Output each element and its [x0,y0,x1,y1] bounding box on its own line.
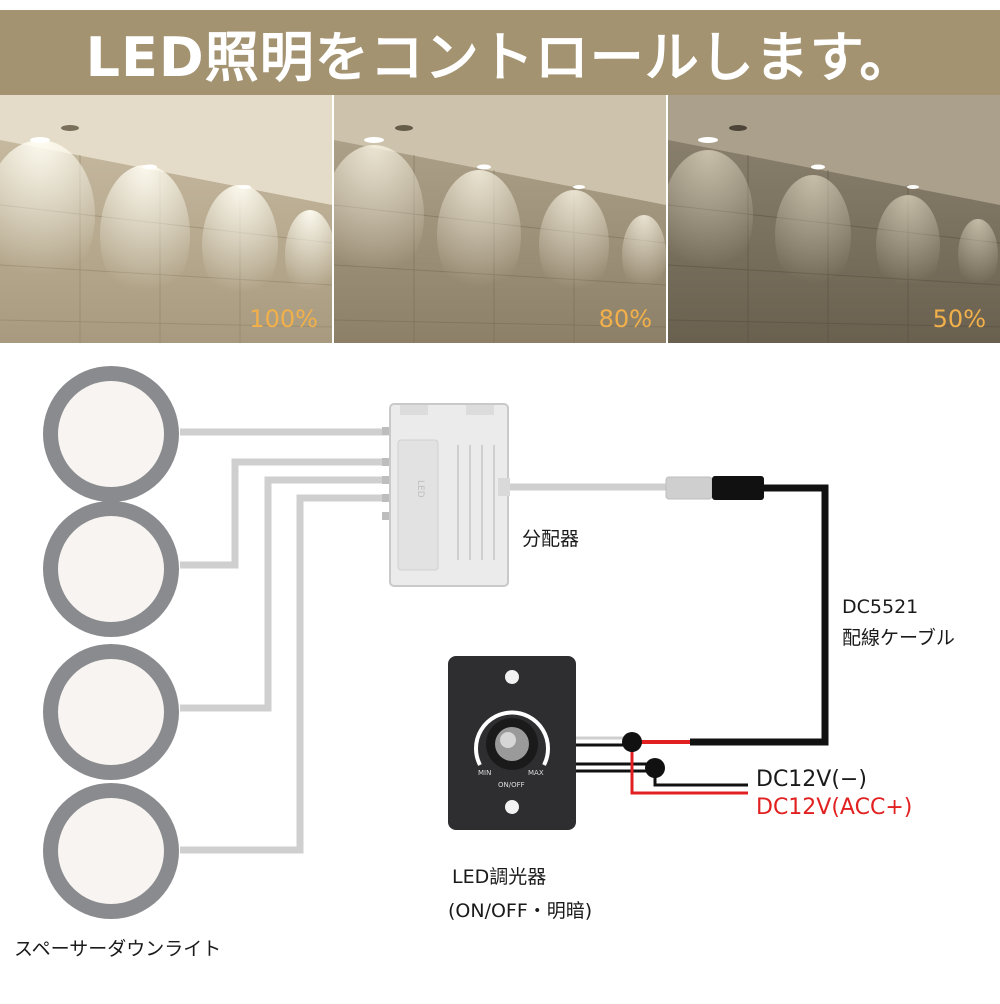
brightness-label-80: 80% [598,305,652,333]
header-banner: LED照明をコントロールします。 [0,10,1000,95]
photo-brightness-50: 50% [668,95,1000,343]
photo-brightness-80: 80% [334,95,666,343]
wire-junction-1 [622,732,642,752]
splitter-brand-text: LED [415,480,425,498]
page-title: LED照明をコントロールします。 [85,26,915,89]
wire-junction-2 [645,758,665,778]
cable-light-3 [180,476,392,712]
downlight-1 [43,366,179,502]
cable-label-line2: 配線ケーブル [842,627,955,649]
splitter-box: LED [389,403,510,587]
cable-light-4 [180,494,392,854]
dc-plug-gray [665,476,713,500]
dimmer-label-line2: (ON/OFF・明暗) [448,900,593,922]
splitter-label: 分配器 [522,528,580,550]
ceiling-wall-photo-50 [668,95,1000,343]
downlight-label: スペーサーダウンライト [14,938,222,960]
knob-min-label: MIN [478,769,491,777]
knob-onoff-label: ON/OFF [498,781,525,789]
cable-light-2 [180,458,392,569]
photo-brightness-100: 100% [0,95,332,343]
negative-wire-label: DC12V(−) [756,767,867,792]
downlight-4 [43,783,179,919]
ceiling-wall-photo-100 [0,95,332,343]
downlight-2 [43,501,179,637]
brightness-label-100: 100% [249,305,318,333]
ceiling-wall-photo-80 [334,95,666,343]
dimmer-label-line1: LED調光器 [452,866,547,888]
dc5521-cable [690,484,829,746]
dimmer-unit: MIN MAX ON/OFF [448,656,576,830]
light-cables [180,428,668,854]
dc-plug-black [712,476,764,500]
brightness-label-50: 50% [932,305,986,333]
positive-wire-label: DC12V(ACC+) [756,795,913,820]
knob-max-label: MAX [528,769,544,777]
cable-label-line1: DC5521 [842,596,919,618]
downlight-3 [43,644,179,780]
